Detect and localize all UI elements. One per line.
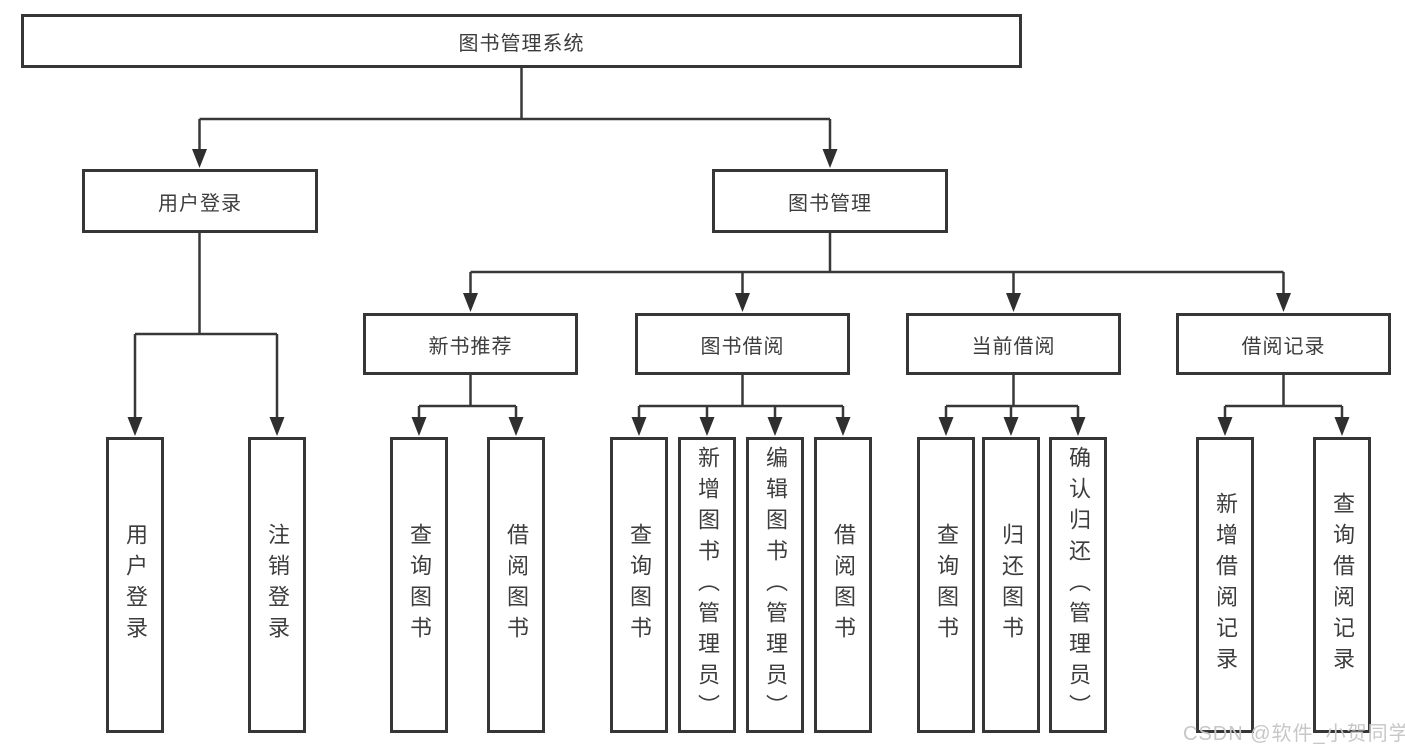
leaf-recommend-query-book-label: 查询图书 [407, 523, 432, 647]
leaf-record-add-label: 新增借阅记录 [1213, 492, 1238, 678]
node-user-login-label: 用户登录 [158, 192, 242, 215]
connector-user-login-to-leaves [127, 232, 285, 436]
arrow-down-icon [1217, 417, 1350, 436]
leaf-current-confirm-return-label: 确认归还（管理员） [1066, 445, 1091, 725]
connector-line [198, 68, 832, 152]
connector-line [417, 374, 518, 420]
leaf-borrow-query-book: 查询图书 [610, 437, 668, 733]
arrow-down-icon [631, 417, 851, 436]
leaf-recommend-borrow-book-label: 借阅图书 [504, 523, 529, 647]
leaf-borrow-edit-book-label: 编辑图书（管理员） [763, 445, 788, 725]
node-new-book-recommend-label: 新书推荐 [428, 335, 513, 358]
leaf-borrow-edit-book: 编辑图书（管理员） [746, 437, 804, 733]
arrow-down-icon [411, 417, 524, 436]
connector-line [133, 232, 279, 420]
leaf-borrow-add-book: 新增图书（管理员） [678, 437, 736, 733]
leaf-current-confirm-return: 确认归还（管理员） [1049, 437, 1107, 733]
connector-book-management-to-level3 [463, 232, 1291, 312]
leaf-logout: 注销登录 [248, 437, 306, 733]
leaf-borrow-query-book-label: 查询图书 [627, 523, 652, 647]
leaf-user-login: 用户登录 [106, 437, 164, 733]
leaf-record-query-label: 查询借阅记录 [1330, 492, 1355, 678]
leaf-current-query-book: 查询图书 [917, 437, 975, 733]
node-book-borrow: 图书借阅 [635, 313, 850, 375]
arrow-down-icon [463, 293, 1291, 312]
arrow-down-icon [127, 417, 285, 436]
connector-new-book-recommend-to-leaves [411, 374, 524, 436]
connector-current-borrow-to-leaves [938, 374, 1086, 436]
leaf-current-return-book-label: 归还图书 [999, 523, 1024, 647]
connector-line [1223, 374, 1344, 420]
connector-line [637, 374, 845, 420]
leaf-recommend-query-book: 查询图书 [390, 437, 448, 733]
node-borrow-record: 借阅记录 [1176, 313, 1391, 375]
node-book-borrow-label: 图书借阅 [700, 335, 785, 358]
connector-book-borrow-to-leaves [631, 374, 851, 436]
node-borrow-record-label: 借阅记录 [1241, 335, 1326, 358]
leaf-record-add: 新增借阅记录 [1196, 437, 1254, 733]
node-root: 图书管理系统 [21, 14, 1022, 68]
node-book-management: 图书管理 [712, 169, 948, 233]
node-new-book-recommend: 新书推荐 [363, 313, 578, 375]
node-root-label: 图书管理系统 [458, 32, 585, 55]
node-book-management-label: 图书管理 [788, 192, 872, 215]
leaf-logout-label: 注销登录 [265, 523, 290, 647]
leaf-current-return-book: 归还图书 [982, 437, 1040, 733]
node-current-borrow: 当前借阅 [906, 313, 1121, 375]
leaf-borrow-borrow-book: 借阅图书 [814, 437, 872, 733]
watermark: CSDN @软件_小贺同学 [1183, 723, 1405, 745]
arrow-down-icon [192, 149, 838, 168]
leaf-current-query-book-label: 查询图书 [934, 523, 959, 647]
leaf-user-login-label: 用户登录 [123, 523, 148, 647]
leaf-borrow-borrow-book-label: 借阅图书 [831, 523, 856, 647]
connector-root-to-level2 [192, 68, 838, 168]
connector-borrow-record-to-leaves [1217, 374, 1350, 436]
node-user-login: 用户登录 [82, 169, 318, 233]
connector-line [469, 232, 1285, 296]
node-current-borrow-label: 当前借阅 [971, 335, 1056, 358]
arrow-down-icon [938, 417, 1086, 436]
leaf-record-query: 查询借阅记录 [1313, 437, 1371, 733]
leaf-borrow-add-book-label: 新增图书（管理员） [695, 445, 720, 725]
connector-line [944, 374, 1080, 420]
leaf-recommend-borrow-book: 借阅图书 [487, 437, 545, 733]
